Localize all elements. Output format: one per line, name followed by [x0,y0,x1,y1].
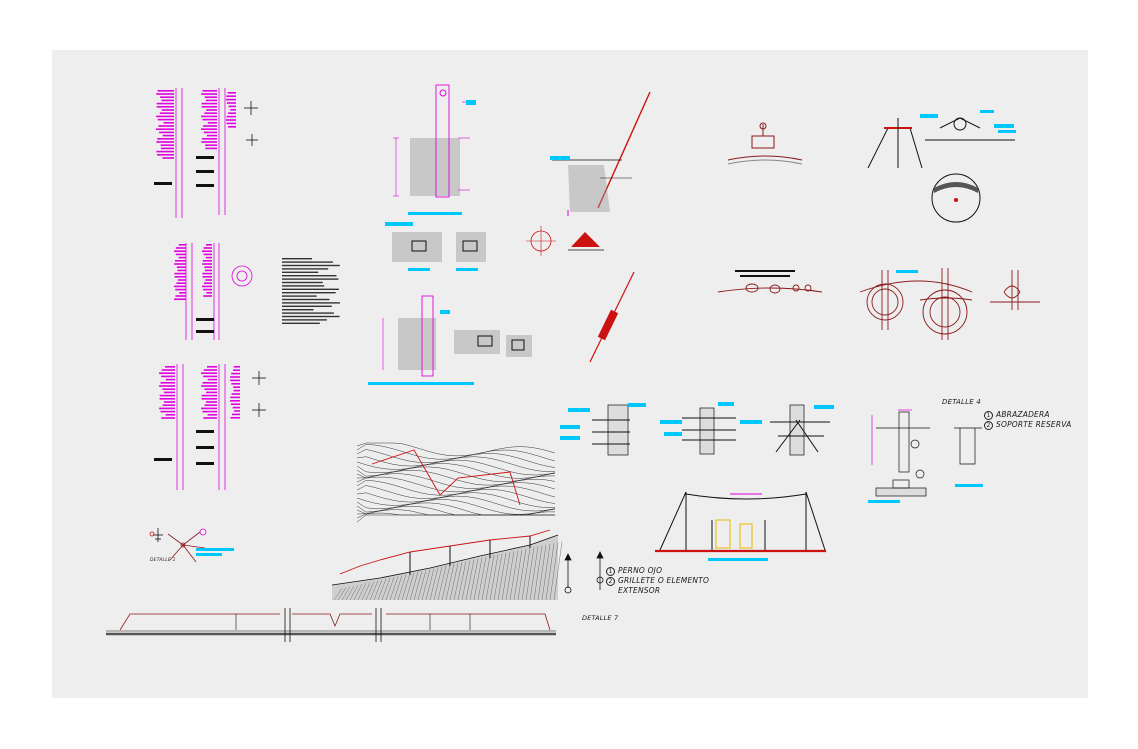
detail-7-legend-number-2: 2 [606,577,615,586]
pole-dimension-ticks [230,366,240,419]
detail-4-legend-number-2: 2 [984,421,993,430]
pole-with-crossarm [867,110,1016,223]
leader-label-bar [196,430,214,433]
detail-4-legend-text-1: ABRAZADERA [996,410,1050,419]
leader-label-bar [196,156,214,159]
detail-1-cyan-labels [196,548,234,556]
leader-label-bar [196,330,214,333]
leader-label-bar [154,182,172,185]
detail-1-rosette [167,528,207,563]
leader-label-bar [154,458,172,461]
leader-label-bar [196,318,214,321]
detail-4-legend-number-1: 1 [984,411,993,420]
general-notes-text [282,258,340,324]
terrain-profile [331,529,563,601]
pole-dimension-ticks [156,90,174,159]
detail-1-title: DETALLE 1 [150,558,176,563]
guy-wire-insulator [589,271,635,363]
leader-label-bar [196,170,214,173]
detail-7-title: DETALLE 7 [582,614,619,622]
detail-7-symbols [564,551,604,594]
foundation-plan-1 [385,222,486,271]
detail-4-title: DETALLE 4 [942,398,981,406]
pole-dimension-ticks [159,366,175,419]
pole-elevation-1 [175,88,226,218]
detail-4-drawing [868,409,983,503]
crossarm-details [560,402,834,456]
leader-label-bar [196,446,214,449]
contour-topographic-plan [356,442,556,523]
guy-anchor-detail [526,91,651,256]
longitudinal-profile [106,608,556,642]
aerial-span-elevation [655,491,826,561]
crosshair-symbols [244,101,266,417]
pole-dimension-ticks [202,244,212,297]
leader-label-bar [196,462,214,465]
foundation-section-1 [393,84,476,215]
cable-clamp-detail [727,122,803,165]
cable-splice-detail [717,270,823,294]
foundation-section-2 [368,295,532,385]
detail-7-legend-text-1: PERNO OJO [618,566,663,575]
pole-dimension-ticks [201,366,217,419]
pole-dimension-ticks [201,90,217,150]
leader-label-bar [196,184,214,187]
pole-elevation-3 [176,364,226,490]
detail-7-legend-text-2: GRILLETE O ELEMENTO [618,576,710,585]
detail-1-symbol [149,528,163,542]
cable-reserve-loops [859,268,1040,340]
pole-elevation-2 [185,243,253,340]
pole-dimension-ticks [174,244,186,300]
detail-7-legend-item-3: EXTENSOR [618,586,661,595]
detail-4-legend-text-2: SOPORTE RESERVA [996,420,1072,429]
detail-7-legend-number-1: 1 [606,567,615,576]
pole-dimension-ticks [226,92,236,128]
